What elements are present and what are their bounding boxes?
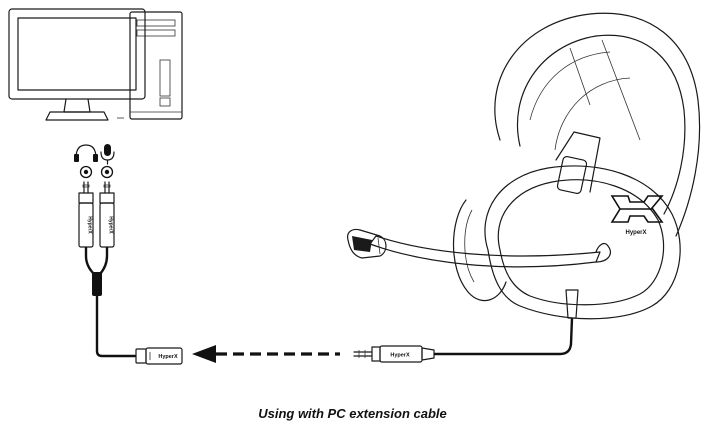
splitter-plug-microphone: HyperX bbox=[99, 181, 115, 248]
pc-tower bbox=[129, 11, 183, 120]
headphone-port bbox=[79, 165, 93, 179]
microphone-boom bbox=[347, 228, 611, 268]
hyperx-logo-icon bbox=[610, 195, 664, 223]
microphone-icon bbox=[100, 144, 115, 165]
headset-cable bbox=[434, 317, 574, 356]
connector-brand-label: HyperX bbox=[390, 353, 410, 359]
splitter-plug-headphone: HyperX bbox=[78, 181, 94, 248]
connector-brand-label: HyperX bbox=[108, 216, 114, 234]
microphone-port bbox=[100, 165, 114, 179]
headset-plug: HyperX bbox=[353, 345, 435, 363]
headphone-icon bbox=[74, 144, 98, 162]
extension-female-connector: HyperX bbox=[135, 347, 183, 365]
headset: HyperX bbox=[347, 12, 701, 320]
headset-logo-text: HyperX bbox=[625, 230, 646, 236]
pc-monitor bbox=[8, 8, 146, 121]
splitter-cable bbox=[84, 247, 136, 358]
connection-arrow bbox=[192, 345, 340, 363]
diagram-caption: Using with PC extension cable bbox=[258, 406, 447, 421]
connector-brand-label: HyperX bbox=[87, 216, 93, 234]
connector-brand-label: HyperX bbox=[158, 354, 178, 360]
